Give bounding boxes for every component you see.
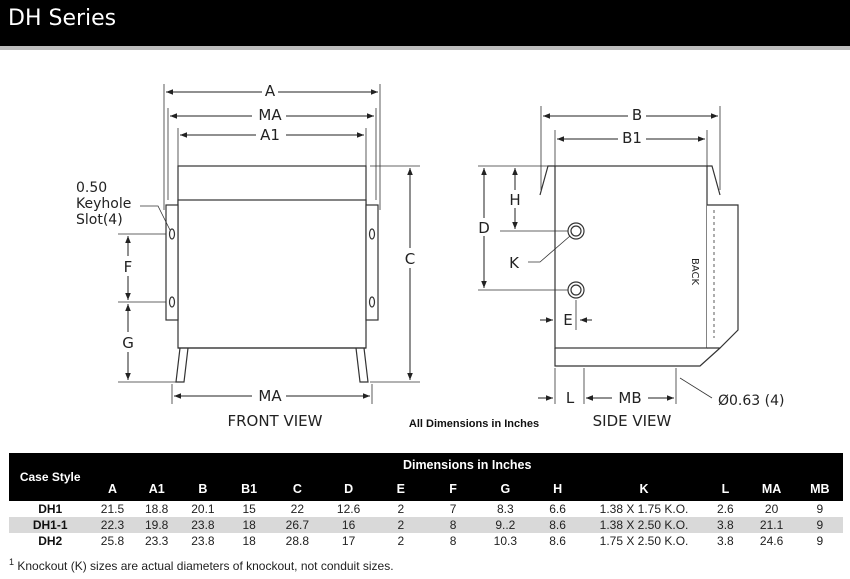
label-b1: B1: [622, 129, 642, 147]
table-cell: 9: [796, 501, 843, 517]
table-cell: 23.3: [133, 533, 180, 549]
table-cell: 1.75 X 2.50 K.O.: [583, 533, 705, 549]
table-cell: 8: [426, 517, 480, 533]
label-a: A: [265, 82, 276, 100]
footnote-marker: 1: [9, 557, 15, 567]
keyhole-count: Slot(4): [76, 212, 123, 228]
label-c: C: [405, 250, 415, 268]
table-cell: 22: [272, 501, 323, 517]
table-cell: 19.8: [133, 517, 180, 533]
label-mb: MB: [618, 389, 641, 407]
table-cell: 7: [426, 501, 480, 517]
side-view-label: SIDE VIEW: [593, 412, 672, 430]
table-cell: 22.3: [91, 517, 134, 533]
label-ma-bottom: MA: [258, 387, 282, 405]
case-style-cell: DH1: [9, 501, 92, 517]
label-back: BACK: [689, 258, 700, 286]
label-d: D: [478, 219, 490, 237]
table-cell: 9..2: [479, 517, 532, 533]
table-group-header-row: Case Style Dimensions in Inches: [9, 453, 843, 501]
table-cell: 16: [322, 517, 375, 533]
label-g: G: [122, 334, 134, 352]
dimension-drawing: A MA A1 C F G MA 0.50 Keyhole Slot(4) FR…: [76, 82, 784, 430]
page-header: DH Series: [0, 0, 850, 50]
table-cell: 23.8: [179, 517, 227, 533]
table-cell: 2: [374, 501, 427, 517]
case-style-header: Case Style: [9, 453, 92, 501]
table-cell: 6.6: [531, 501, 584, 517]
table-cell: 2: [374, 533, 427, 549]
column-header: MB: [796, 477, 843, 501]
table-cell: 9: [796, 517, 843, 533]
column-header: D: [322, 477, 375, 501]
keyhole-label: Keyhole: [76, 196, 131, 212]
dimension-note: All Dimensions in Inches: [409, 418, 539, 430]
table-cell: 12.6: [322, 501, 375, 517]
table-column-header-row: A A1 B B1 C D E F G H K L MA MB: [9, 477, 843, 501]
label-f: F: [124, 258, 133, 276]
table-cell: 15: [226, 501, 273, 517]
table-cell: 8.6: [531, 517, 584, 533]
table-cell: 21.5: [91, 501, 134, 517]
column-header: G: [479, 477, 532, 501]
column-header: C: [272, 477, 323, 501]
table-row: DH2 25.8 23.3 23.8 18 28.8 17 2 8 10.3 8…: [9, 533, 843, 549]
label-a1: A1: [260, 126, 280, 144]
table-cell: 26.7: [272, 517, 323, 533]
label-h: H: [509, 191, 520, 209]
dimensions-table: Case Style Dimensions in Inches A A1 B B…: [9, 453, 843, 549]
front-view-label: FRONT VIEW: [227, 412, 322, 430]
table-cell: 3.8: [704, 533, 747, 549]
table-cell: 8.3: [479, 501, 532, 517]
page-title: DH Series: [8, 6, 117, 31]
footnote: 1 Knockout (K) sizes are actual diameter…: [9, 557, 394, 573]
case-style-cell: DH1-1: [9, 517, 92, 533]
label-l: L: [566, 389, 575, 407]
label-b: B: [632, 106, 642, 124]
table-cell: 25.8: [91, 533, 134, 549]
table-cell: 20.1: [179, 501, 227, 517]
table-row: DH1-1 22.3 19.8 23.8 18 26.7 16 2 8 9..2…: [9, 517, 843, 533]
table-cell: 8: [426, 533, 480, 549]
case-style-cell: DH2: [9, 533, 92, 549]
table-cell: 17: [322, 533, 375, 549]
keyhole-size: 0.50: [76, 180, 107, 196]
column-header: L: [704, 477, 747, 501]
table-cell: 28.8: [272, 533, 323, 549]
column-header: A: [91, 477, 134, 501]
table-cell: 1.38 X 2.50 K.O.: [583, 517, 705, 533]
table-cell: 10.3: [479, 533, 532, 549]
table-cell: 3.8: [704, 517, 747, 533]
column-header: E: [374, 477, 427, 501]
table-cell: 2: [374, 517, 427, 533]
column-header: A1: [133, 477, 180, 501]
front-view: [118, 84, 420, 404]
knockout-diameter: Ø0.63 (4): [718, 393, 784, 409]
column-header: F: [426, 477, 480, 501]
column-header: K: [583, 477, 705, 501]
table-cell: 23.8: [179, 533, 227, 549]
table-cell: 9: [796, 533, 843, 549]
label-e: E: [563, 311, 572, 329]
table-cell: 1.38 X 1.75 K.O.: [583, 501, 705, 517]
column-header: B1: [226, 477, 273, 501]
table-cell: 24.6: [746, 533, 797, 549]
table-cell: 8.6: [531, 533, 584, 549]
column-header: B: [179, 477, 227, 501]
table-row: DH1 21.5 18.8 20.1 15 22 12.6 2 7 8.3 6.…: [9, 501, 843, 517]
column-header: H: [531, 477, 584, 501]
column-header: MA: [746, 477, 797, 501]
table-cell: 18: [226, 517, 273, 533]
dimensions-group-header: Dimensions in Inches: [91, 453, 843, 477]
table-cell: 18: [226, 533, 273, 549]
table-cell: 21.1: [746, 517, 797, 533]
footnote-text: Knockout (K) sizes are actual diameters …: [17, 559, 394, 573]
table-cell: 18.8: [133, 501, 180, 517]
label-k: K: [509, 254, 520, 272]
table-cell: 2.6: [704, 501, 747, 517]
table-cell: 20: [746, 501, 797, 517]
label-ma: MA: [258, 106, 282, 124]
